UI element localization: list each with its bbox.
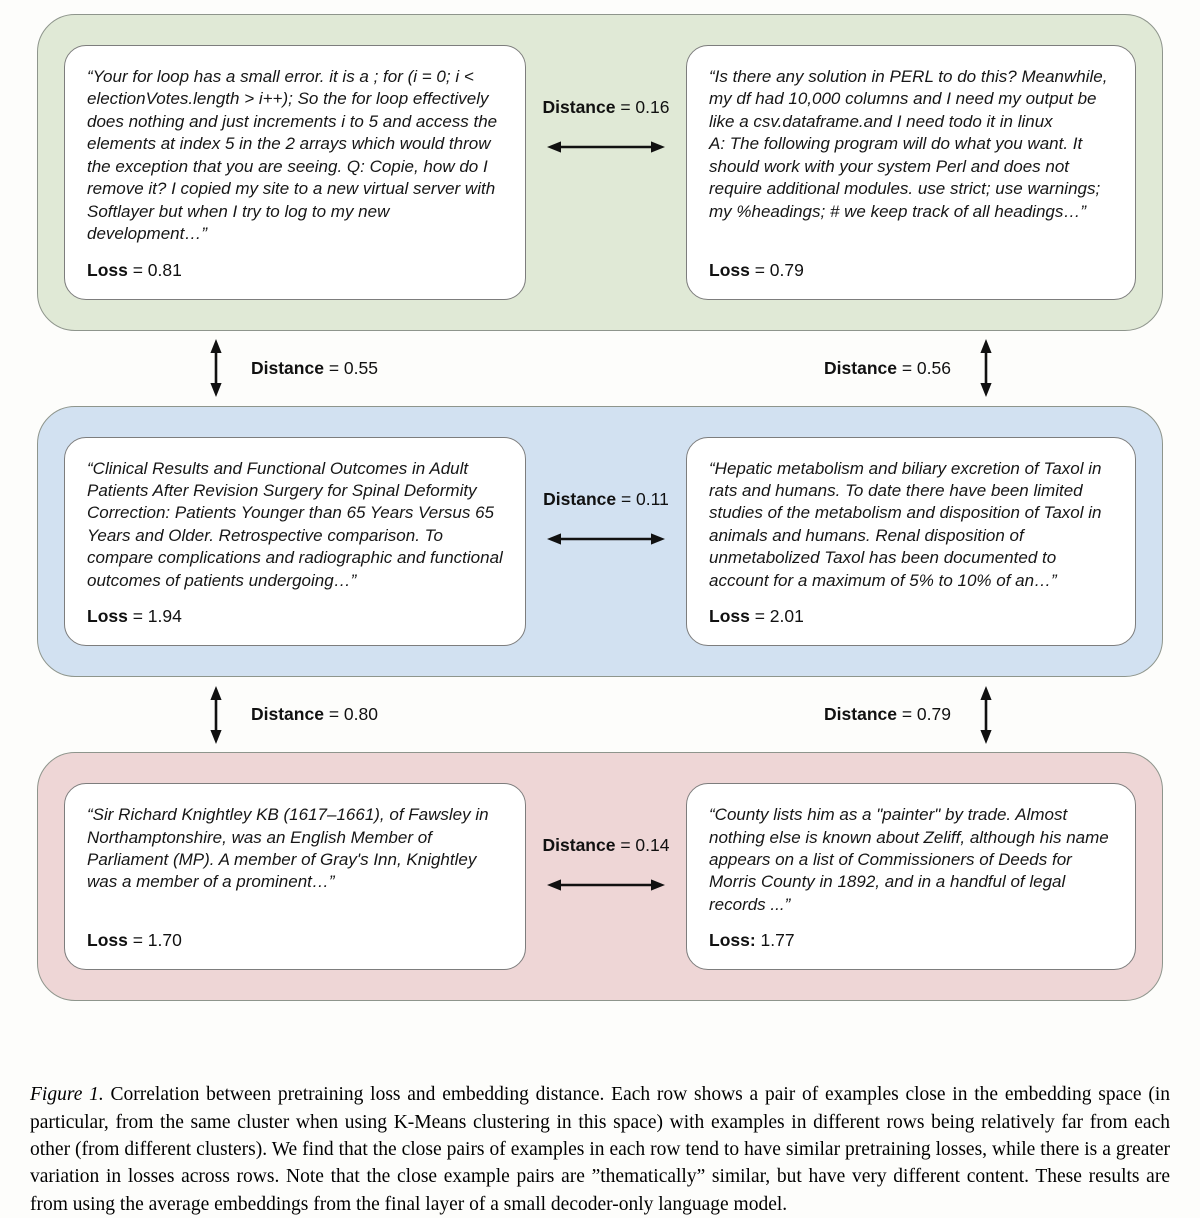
loss-line: Loss = 0.79: [709, 246, 1113, 281]
inter-row-gap-2: Distance = 0.80 Distance = 0.79: [37, 677, 1163, 752]
loss-value: = 1.94: [127, 606, 182, 627]
cluster-row-2: “Clinical Results and Functional Outcome…: [37, 405, 1163, 678]
row-distance-left: Distance = 0.80: [207, 685, 378, 744]
example-card: “Is there any solution in PERL to do thi…: [686, 45, 1136, 300]
loss-label: Loss: [709, 606, 750, 627]
vertical-double-arrow-icon: [210, 685, 222, 744]
quote-text: “Your for loop has a small error. it is …: [87, 67, 498, 244]
loss-value: = 0.81: [127, 259, 182, 280]
vertical-double-arrow-icon: [210, 339, 222, 397]
vertical-double-arrow-icon: [980, 685, 992, 744]
pair-distance: Distance = 0.11: [526, 489, 686, 647]
loss-line: Loss = 0.81: [87, 246, 503, 281]
distance-label: Distance = 0.55: [251, 357, 378, 378]
loss-line: Loss = 2.01: [709, 592, 1113, 627]
loss-value: = 2.01: [749, 606, 804, 627]
example-card: “Sir Richard Knightley KB (1617–1661), o…: [64, 783, 526, 971]
example-card: “Clinical Results and Functional Outcome…: [64, 436, 526, 647]
loss-label: Loss: [87, 930, 128, 951]
loss-label: Loss: [87, 606, 128, 627]
row-distance-left: Distance = 0.55: [207, 339, 378, 397]
pair-distance: Distance = 0.14: [526, 835, 686, 970]
inter-row-gap-1: Distance = 0.55 Distance = 0.56: [37, 331, 1163, 406]
cluster-row-3: “Sir Richard Knightley KB (1617–1661), o…: [37, 752, 1163, 1002]
example-card: “Hepatic metabolism and biliary excretio…: [686, 436, 1136, 647]
distance-label: Distance = 0.11: [543, 488, 669, 509]
quote-text: “Sir Richard Knightley KB (1617–1661), o…: [87, 805, 489, 892]
quote-text: “Is there any solution in PERL to do thi…: [709, 67, 1108, 221]
caption-figure-number: Figure 1.: [30, 1084, 104, 1106]
vertical-double-arrow-icon: [980, 339, 992, 397]
horizontal-double-arrow-icon: [547, 141, 665, 153]
distance-label: Distance = 0.79: [824, 704, 951, 725]
distance-label: Distance = 0.16: [542, 97, 670, 117]
row-distance-right: Distance = 0.79: [824, 685, 995, 744]
quote-text: “County lists him as a "painter" by trad…: [709, 805, 1109, 914]
horizontal-double-arrow-icon: [547, 532, 665, 545]
horizontal-double-arrow-icon: [547, 879, 665, 891]
pair-distance: Distance = 0.16: [526, 97, 686, 300]
distance-label: Distance = 0.14: [542, 835, 670, 856]
loss-value: = 0.79: [749, 259, 804, 280]
distance-label: Distance = 0.56: [824, 357, 951, 378]
figure-1: “Your for loop has a small error. it is …: [37, 14, 1163, 1002]
figure-caption: Figure 1. Correlation between pretrainin…: [30, 1081, 1170, 1217]
distance-label: Distance = 0.80: [251, 704, 378, 725]
loss-line: Loss: 1.77: [709, 916, 1113, 951]
example-card: “County lists him as a "painter" by trad…: [686, 783, 1136, 971]
quote-text: “Hepatic metabolism and biliary excretio…: [709, 458, 1102, 590]
loss-label: Loss: [709, 259, 750, 280]
example-card: “Your for loop has a small error. it is …: [64, 45, 526, 300]
loss-label: Loss: [87, 259, 128, 280]
loss-line: Loss = 1.94: [87, 592, 503, 627]
loss-value: 1.77: [755, 930, 795, 951]
loss-line: Loss = 1.70: [87, 916, 503, 951]
loss-label: Loss:: [709, 930, 756, 951]
quote-text: “Clinical Results and Functional Outcome…: [87, 458, 503, 590]
row-distance-right: Distance = 0.56: [824, 339, 995, 397]
cluster-row-1: “Your for loop has a small error. it is …: [37, 14, 1163, 331]
caption-text: Correlation between pretraining loss and…: [30, 1084, 1170, 1215]
loss-value: = 1.70: [127, 930, 182, 951]
